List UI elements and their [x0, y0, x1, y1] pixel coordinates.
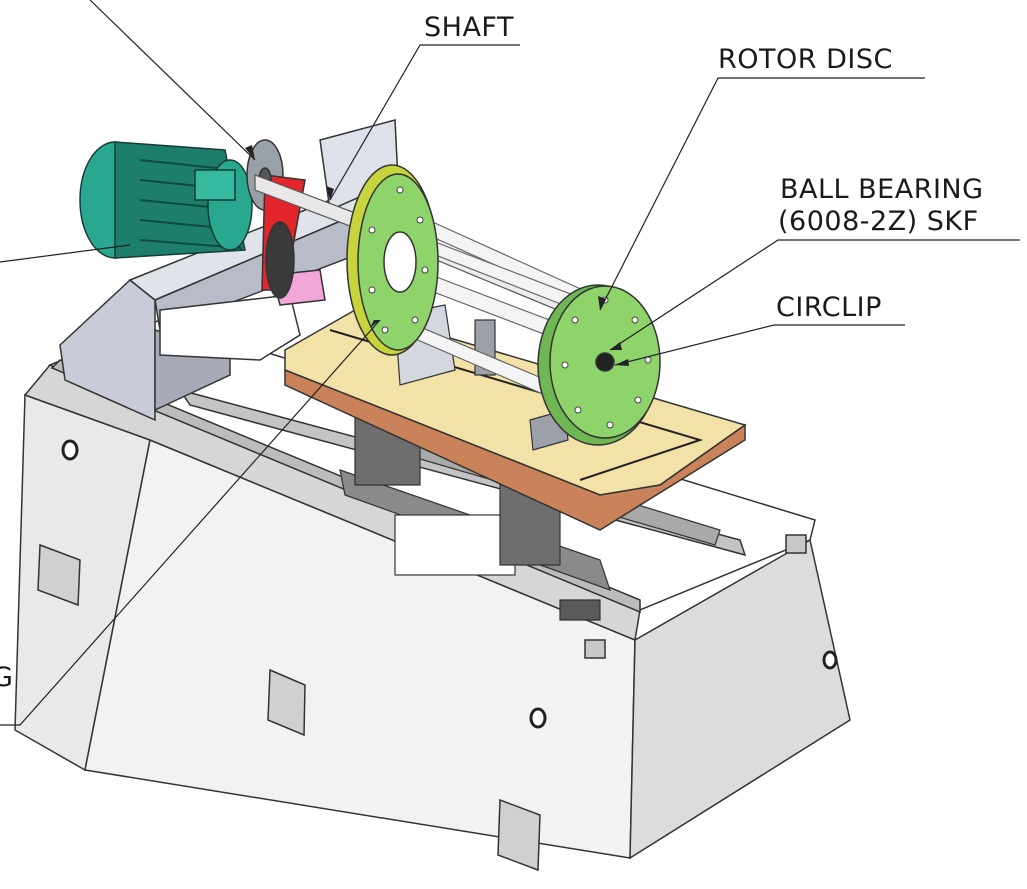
electric-motor	[79, 141, 253, 259]
base-feet-cutouts	[37, 543, 541, 872]
rotor-disc-right	[537, 284, 661, 446]
label-shaft: SHAFT	[424, 12, 514, 43]
leader-lines	[0, 0, 1020, 726]
arrow-heads	[245, 145, 629, 366]
base-holes	[61, 439, 838, 729]
rotor-disc-left	[346, 164, 439, 356]
label-ball-bearing: BALL BEARING	[780, 174, 984, 205]
label-ball-bearing-model: (6008-2Z) SKF	[778, 206, 979, 237]
label-rotor-disc: ROTOR DISC	[718, 44, 893, 75]
label-cut-off-g: G	[0, 662, 14, 693]
label-circlip: CIRCLIP	[776, 292, 882, 323]
